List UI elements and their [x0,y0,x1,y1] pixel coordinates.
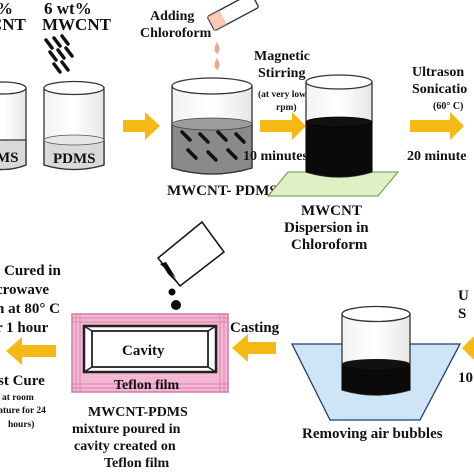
pouring-tube-icon [207,0,259,31]
ultrason-label: Ultrason [412,65,464,80]
ten-minutes-label: 10 minutes [243,149,309,164]
mwcnt-percent-label: % [0,0,13,18]
arrow-right-icon [260,112,306,140]
cured-label-3: n at 80° C [0,301,60,317]
mixture-label-4: Teflon film [104,456,170,471]
dispersion-label-2: Dispersion in [284,220,369,236]
droplet-icon [168,288,181,310]
cured-label-2: crowave [0,282,49,298]
cavity-label: Cavity [122,343,165,359]
mixture-label-2: mixture poured in [72,422,181,437]
teflon-frame [71,313,229,393]
pouring-tube-icon [156,220,226,288]
mixture-label-3: cavity created on [74,439,176,454]
rpm-label-1: (at very low [258,89,306,100]
droplet-icon [214,42,220,70]
adding-label: Adding [150,9,194,24]
cnt-rods-icon [44,34,74,74]
removing-air-label: Removing air bubbles [302,426,443,442]
s-partial-label: S [458,306,466,322]
six-wt-mwcnt-label: MWCNT [42,15,112,34]
six-wt-label: 6 wt% [44,0,92,18]
stirring-label: Stirring [258,66,305,81]
arrow-right-icon [123,112,160,140]
pdms-middle-label: PDMS [53,151,96,167]
post-cure-label-2: at room [2,393,34,403]
post-cure-label-3: rature for 24 [0,406,46,416]
beaker-icon [171,77,253,175]
post-cure-label-1: st Cure [0,373,45,389]
beaker-icon [341,305,411,396]
casting-label: Casting [230,320,280,336]
cured-label-4: r 1 hour [0,320,49,336]
beaker-icon [0,81,27,171]
teflon-film-label: Teflon film [114,378,180,393]
u-partial-label: U [458,288,469,304]
mwcnt-name-label: CNT [0,15,27,34]
arrow-left-icon [462,336,474,360]
rpm-label-2: rpm) [276,102,297,113]
twenty-minutes-label: 20 minute [407,149,467,164]
cnt-rods-icon [180,130,246,162]
mixture-label-1: MWCNT-PDMS [88,405,188,420]
sonication-label: Sonicatio [412,82,467,97]
ten-partial-label: 10 [458,370,473,386]
post-cure-label-4: hours) [8,419,34,430]
sonication-temp-label: (60° C) [433,101,463,112]
dispersion-label-1: MWCNT [301,203,362,219]
beaker-icon [43,80,105,171]
arrow-left-icon [6,337,56,365]
beaker-icon [305,74,373,178]
pdms-left-label: MS [0,150,19,166]
magnetic-label: Magnetic [254,49,310,64]
arrow-left-icon [232,334,276,362]
chloroform-label: Chloroform [140,26,212,41]
dispersion-label-3: Chloroform [291,237,368,253]
mwcnt-pdms-label: MWCNT- PDMS [167,183,278,199]
cured-label-1: Cured in [4,263,61,279]
arrow-right-icon [410,112,464,140]
